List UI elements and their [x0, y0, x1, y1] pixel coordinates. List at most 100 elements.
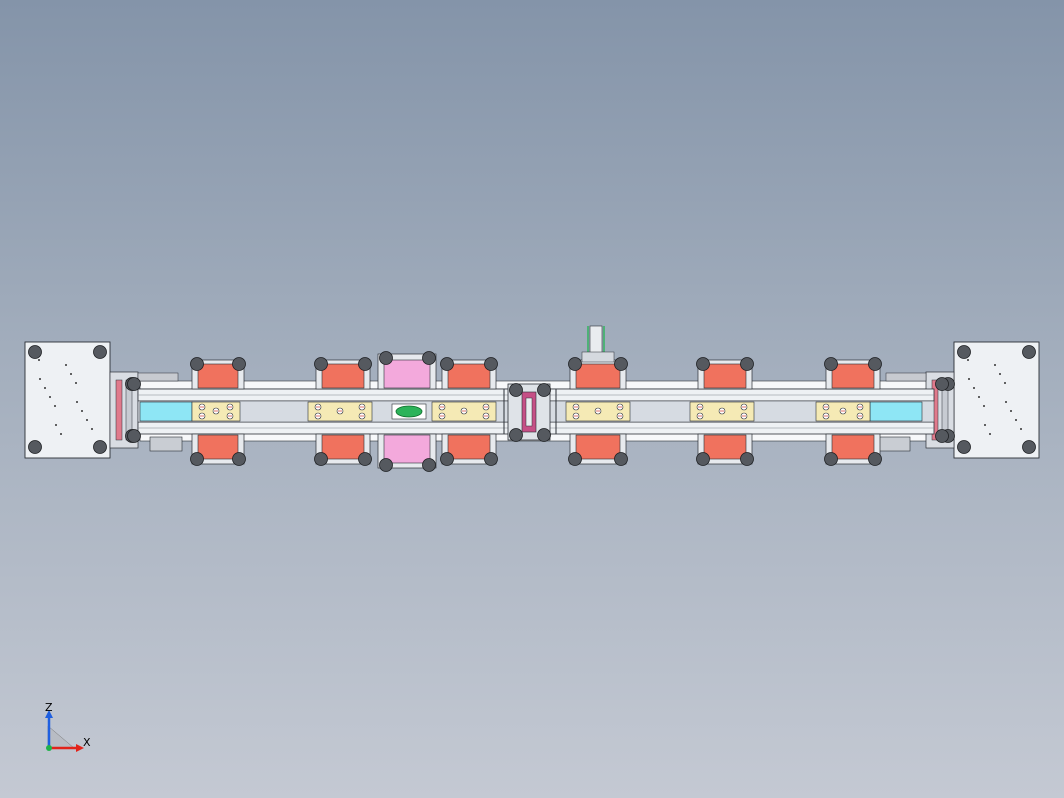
station-foot [740, 357, 754, 371]
cabinet-bolt [44, 387, 46, 389]
cabinet-bolt [38, 359, 40, 361]
cabinet-bolt [968, 378, 970, 380]
rail-end-roller [127, 429, 141, 443]
cabinet-bolt [54, 405, 56, 407]
station-foot [358, 452, 372, 466]
cabinet-bolt [1015, 419, 1017, 421]
left-motor [149, 436, 183, 452]
x-axis-label: X [83, 736, 91, 749]
left-cyan-plate [139, 401, 193, 422]
cabinet-bolt [55, 424, 57, 426]
drive-belt-guard [115, 379, 123, 441]
cabinet-foot [93, 345, 107, 359]
cabinet-bolt [65, 364, 67, 366]
station-foot [190, 452, 204, 466]
station-foot [232, 357, 246, 371]
station-foot [440, 452, 454, 466]
station-foot [568, 452, 582, 466]
coupling-foot [537, 383, 551, 397]
special-pink-pad-bottom [383, 434, 431, 464]
coupling-foot [537, 428, 551, 442]
coupling-foot [509, 383, 523, 397]
cabinet-bolt [1004, 382, 1006, 384]
cabinet-foot [93, 440, 107, 454]
right-sprocket-chain [885, 372, 927, 382]
station-bottom-pad [197, 434, 239, 460]
cabinet-bolt [76, 401, 78, 403]
station-foot [314, 357, 328, 371]
station-foot [484, 357, 498, 371]
cabinet-foot [1022, 345, 1036, 359]
rail-end-roller [127, 377, 141, 391]
right-end-cabinet [953, 341, 1040, 459]
cabinet-bolt [983, 405, 985, 407]
conveyor-assembly [24, 325, 1040, 472]
rail-end-roller [935, 429, 949, 443]
station-top-pad [703, 363, 747, 389]
green-fixture [395, 405, 423, 418]
station-bottom-pad [831, 434, 875, 460]
view-triad-icon[interactable]: Z X [45, 701, 91, 752]
left-sprocket-chain [137, 372, 179, 382]
cabinet-foot [28, 345, 42, 359]
cabinet-bolt [60, 433, 62, 435]
station-bottom-pad [447, 434, 491, 460]
coupling-insert [525, 397, 533, 427]
station-foot [484, 452, 498, 466]
cabinet-foot [28, 440, 42, 454]
station-foot [614, 357, 628, 371]
cabinet-bolt [70, 373, 72, 375]
station-top-pad [575, 363, 621, 389]
cabinet-bolt [86, 419, 88, 421]
station-foot [614, 452, 628, 466]
station-foot [568, 357, 582, 371]
station-foot [232, 452, 246, 466]
cabinet-foot [957, 345, 971, 359]
guide-mount [581, 351, 615, 363]
right-cyan-plate [869, 401, 923, 422]
station-top-pad [321, 363, 365, 389]
cabinet-bolt [1005, 401, 1007, 403]
cabinet-bolt [81, 410, 83, 412]
cabinet-bolt [999, 373, 1001, 375]
station-bottom-pad [703, 434, 747, 460]
cabinet-bolt [49, 396, 51, 398]
cabinet-foot [957, 440, 971, 454]
cabinet-bolt [91, 428, 93, 430]
station-foot [440, 357, 454, 371]
rail-end-roller [935, 377, 949, 391]
station-foot [422, 458, 436, 472]
station-foot [824, 452, 838, 466]
cabinet-bolt [994, 364, 996, 366]
station-foot [379, 458, 393, 472]
station-foot [868, 357, 882, 371]
station-foot [358, 357, 372, 371]
cabinet-bolt [984, 424, 986, 426]
station-foot [379, 351, 393, 365]
cabinet-bolt [39, 378, 41, 380]
station-foot [696, 452, 710, 466]
right-motor [877, 436, 911, 452]
station-top-pad [831, 363, 875, 389]
cabinet-foot [1022, 440, 1036, 454]
z-axis-label: Z [45, 701, 53, 714]
cabinet-bolt [1010, 410, 1012, 412]
cabinet-bolt [1020, 428, 1022, 430]
cabinet-bolt [967, 359, 969, 361]
left-end-cabinet [24, 341, 111, 459]
station-bottom-pad [575, 434, 621, 460]
cabinet-bolt [973, 387, 975, 389]
special-pink-pad-top [383, 359, 431, 389]
station-foot [696, 357, 710, 371]
station-foot [740, 452, 754, 466]
station-foot [824, 357, 838, 371]
coupling-foot [509, 428, 523, 442]
cabinet-bolt [989, 433, 991, 435]
station-foot [314, 452, 328, 466]
station-foot [868, 452, 882, 466]
station-foot [190, 357, 204, 371]
station-top-pad [447, 363, 491, 389]
cabinet-bolt [978, 396, 980, 398]
station-foot [422, 351, 436, 365]
